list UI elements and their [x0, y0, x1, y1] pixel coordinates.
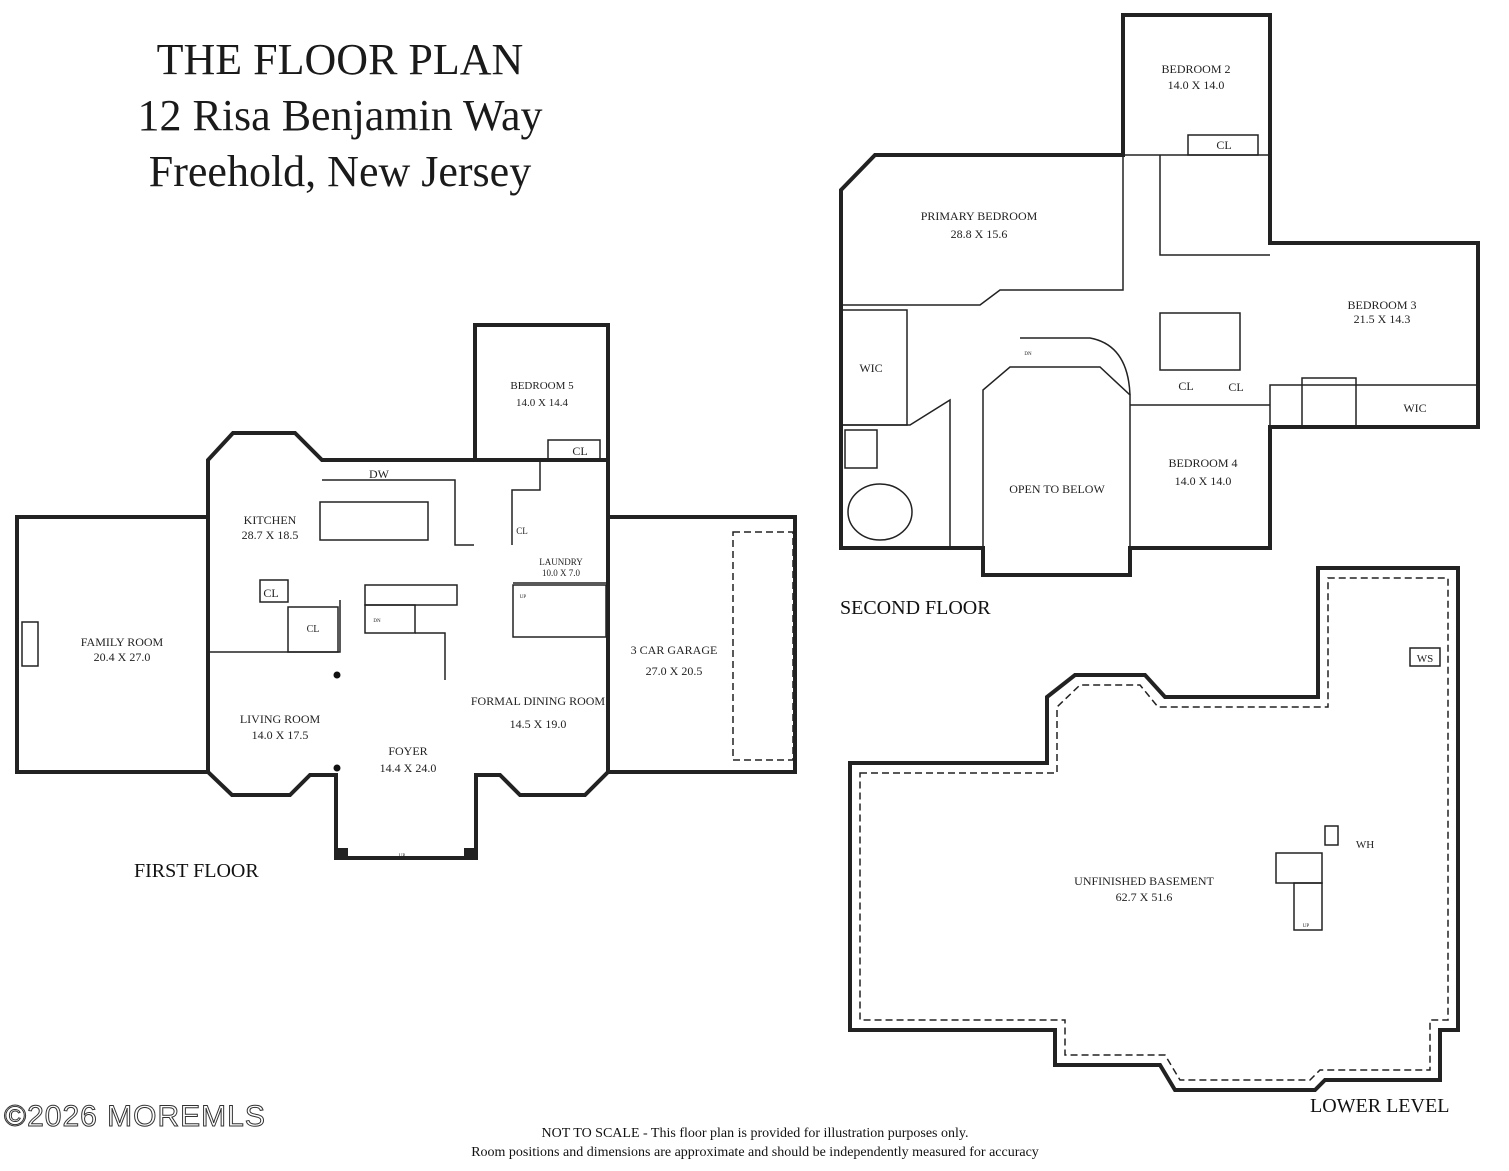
room-name: BEDROOM 3 — [1347, 298, 1416, 312]
room-dims: 10.0 X 7.0 — [542, 568, 580, 578]
basement-walls — [848, 566, 1460, 1092]
room-dims: 14.0 X 17.5 — [252, 728, 309, 742]
closet-label: CL — [516, 526, 528, 536]
title-address: 12 Risa Benjamin Way — [137, 91, 543, 140]
main-house-walls — [206, 431, 610, 860]
stairs-up — [512, 584, 607, 638]
first-floor-label: FIRST FLOOR — [134, 860, 259, 882]
well-sump — [1409, 647, 1441, 667]
closet-label: CL — [307, 624, 320, 635]
room-name: FORMAL DINING ROOM — [471, 694, 606, 708]
room-dims: 14.0 X 14.0 — [1175, 474, 1232, 488]
closet-label: CL — [572, 444, 587, 458]
room-dims: 14.4 X 24.0 — [380, 761, 437, 775]
kitchen-island — [319, 501, 429, 541]
room-dims: 14.5 X 19.0 — [510, 717, 567, 731]
closet-label: CL — [1178, 379, 1193, 393]
upper-stairs — [1159, 312, 1241, 371]
bathtub — [847, 483, 913, 541]
room-name: KITCHEN — [244, 513, 297, 527]
stairs-down-label: DN — [373, 619, 381, 624]
dishwasher-label: DW — [369, 467, 390, 481]
second-floor-walls — [839, 13, 1480, 577]
family-room-walls — [15, 515, 210, 774]
room-dims: 21.5 X 14.3 — [1354, 312, 1411, 326]
room-name: 3 CAR GARAGE — [631, 643, 718, 657]
second-floor-label: SECOND FLOOR — [840, 597, 991, 619]
room-dims: 28.8 X 15.6 — [951, 227, 1008, 241]
basement-stairs — [1275, 852, 1323, 884]
room-dims: 62.7 X 51.6 — [1116, 890, 1173, 904]
first-floor-walls — [15, 323, 797, 860]
lower-level-label: LOWER LEVEL — [1310, 1095, 1450, 1117]
room-dims: 28.7 X 18.5 — [242, 528, 299, 542]
room-name: LAUNDRY — [539, 557, 583, 567]
room-dims: 27.0 X 20.5 — [646, 664, 703, 678]
room-name: BEDROOM 2 — [1161, 62, 1230, 76]
room-name: PRIMARY BEDROOM — [921, 209, 1038, 223]
room-name: LIVING ROOM — [240, 712, 321, 726]
basement-outline — [848, 566, 1460, 1092]
room-name: FOYER — [388, 744, 427, 758]
second-floor-outline — [839, 13, 1480, 577]
stairs-up-label: UP — [520, 595, 527, 600]
basement-foundation-line — [859, 577, 1449, 1081]
wic-label: WIC — [859, 361, 882, 375]
stairs-down — [364, 604, 416, 634]
room-name: BEDROOM 5 — [510, 380, 574, 392]
room-name: UNFINISHED BASEMENT — [1074, 874, 1214, 888]
title-city: Freehold, New Jersey — [148, 147, 532, 196]
room-labels: FAMILY ROOM 20.4 X 27.0 KITCHEN 28.7 X 1… — [81, 62, 1433, 929]
room-name: FAMILY ROOM — [81, 635, 164, 649]
room-name: OPEN TO BELOW — [1009, 482, 1105, 496]
room-dims: 14.0 X 14.0 — [1168, 78, 1225, 92]
porch-up-label: UP — [399, 854, 406, 859]
garage-parking-area — [732, 531, 794, 761]
title-line-1: THE FLOOR PLAN — [156, 35, 524, 84]
water-heater — [1324, 825, 1339, 846]
basement-stairs-up-label: UP — [1303, 924, 1310, 929]
closet-label: CL — [1228, 380, 1243, 394]
closet-label: CL — [1216, 138, 1231, 152]
disclaimer: NOT TO SCALE - This floor plan is provid… — [300, 1124, 1210, 1162]
room-dims: 14.0 X 14.4 — [516, 397, 568, 409]
room-dims: 20.4 X 27.0 — [94, 650, 151, 664]
well-label: WS — [1417, 653, 1434, 665]
disclaimer-line-2: Room positions and dimensions are approx… — [471, 1145, 1039, 1160]
stairs-down-label: DN — [1024, 352, 1032, 357]
water-heater-label: WH — [1356, 839, 1374, 851]
disclaimer-line-1: NOT TO SCALE - This floor plan is provid… — [541, 1126, 969, 1141]
room-name: BEDROOM 4 — [1168, 456, 1237, 470]
plan-title: THE FLOOR PLAN 12 Risa Benjamin Way Free… — [90, 32, 590, 200]
wic-label: WIC — [1403, 401, 1426, 415]
watermark: ©2026 MOREMLS — [4, 1100, 266, 1134]
fireplace — [21, 621, 39, 667]
closet-label: CL — [263, 586, 278, 600]
